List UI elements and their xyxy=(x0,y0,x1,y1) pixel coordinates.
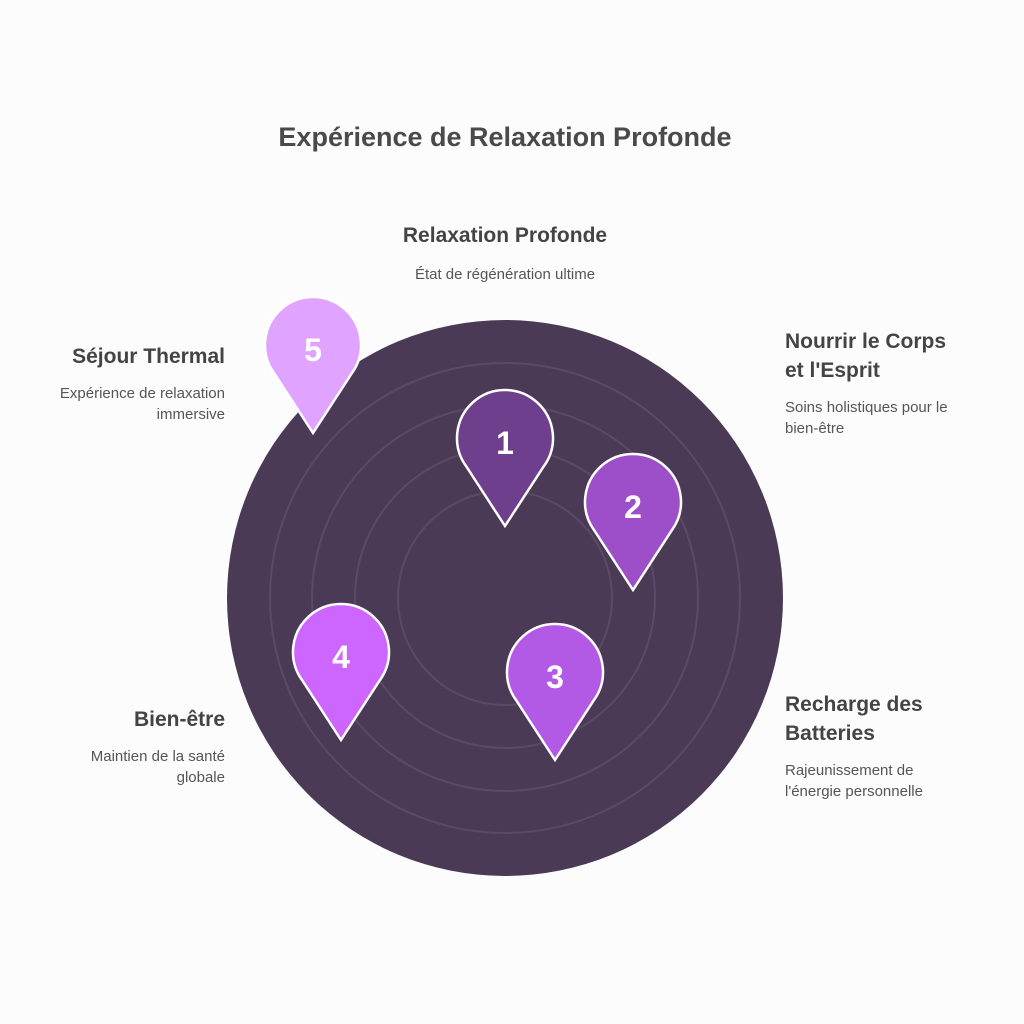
pin-5[interactable]: 5 xyxy=(263,295,363,436)
label-description: État de régénération ultime xyxy=(414,266,596,283)
pin-1[interactable]: 1 xyxy=(455,388,555,529)
pin-2[interactable]: 2 xyxy=(583,452,683,593)
pin-4[interactable]: 4 xyxy=(291,602,391,743)
map-pin-icon xyxy=(583,452,683,593)
label-sejour-thermal: Séjour Thermal Expérience de relaxation … xyxy=(20,342,225,425)
pin-4-number: 4 xyxy=(332,639,350,675)
label-bien-etre: Bien-être Maintien de la santé globale xyxy=(20,705,225,788)
map-pin-icon xyxy=(291,602,391,743)
pin-3-number: 3 xyxy=(546,659,564,695)
label-heading: Séjour Thermal xyxy=(72,345,225,368)
diagram-title: Expérience de Relaxation Profonde xyxy=(278,122,732,152)
pin-2-number: 2 xyxy=(624,489,642,525)
label-description: Rajeunissement de l'énergie personnelle xyxy=(785,762,923,800)
label-relaxation-profonde: Relaxation Profonde État de régénération… xyxy=(305,221,705,285)
label-nourrir-corps-esprit: Nourrir le Corps et l'Esprit Soins holis… xyxy=(785,327,1015,439)
pin-5-number: 5 xyxy=(304,332,322,368)
map-pin-icon xyxy=(455,388,555,529)
pin-1-number: 1 xyxy=(496,425,514,461)
label-description: Maintien de la santé globale xyxy=(90,748,225,786)
map-pin-icon xyxy=(263,295,363,436)
label-heading: Recharge des Batteries xyxy=(785,693,923,745)
pin-3[interactable]: 3 xyxy=(505,622,605,763)
label-heading: Bien-être xyxy=(133,708,225,731)
label-description: Soins holistiques pour le bien-être xyxy=(785,399,948,437)
label-recharge-batteries: Recharge des Batteries Rajeunissement de… xyxy=(785,690,1015,802)
label-heading: Relaxation Profonde xyxy=(402,224,608,247)
label-description: Expérience de relaxation immersive xyxy=(59,385,225,423)
concentric-rings xyxy=(269,362,741,834)
ring-outer xyxy=(269,362,741,834)
map-pin-icon xyxy=(505,622,605,763)
label-heading: Nourrir le Corps et l'Esprit xyxy=(785,330,947,382)
